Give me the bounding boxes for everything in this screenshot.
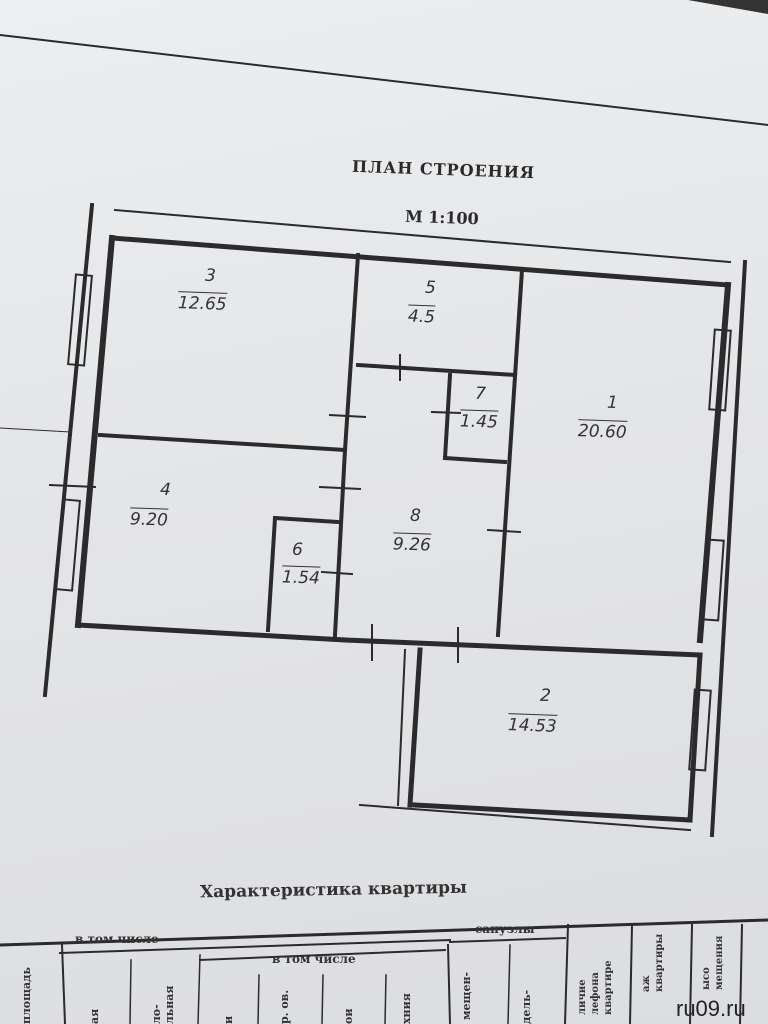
table-column-header: мещен- xyxy=(460,971,473,1020)
room-8-number: 8 xyxy=(409,505,422,527)
table-column-header: р. ов. xyxy=(278,989,291,1024)
table-group-including-1: в том числе xyxy=(75,932,159,946)
room-6-area: 1.54 xyxy=(281,565,321,589)
room-5-number: 5 xyxy=(424,277,437,299)
table-column-header: дель- xyxy=(520,989,533,1024)
room-1-number: 1 xyxy=(606,392,619,414)
table-group-bathrooms: санузлы xyxy=(475,922,535,936)
room-3-area: 12.65 xyxy=(177,291,228,315)
room-5-area: 4.5 xyxy=(407,304,436,328)
room-2-area: 14.53 xyxy=(507,713,558,737)
table-column-header: личие лефона квартире xyxy=(577,960,614,1015)
room-3-number: 3 xyxy=(204,265,217,287)
table-column-header: хния xyxy=(400,993,413,1024)
watermark: ru09.ru xyxy=(676,996,746,1021)
table-column-header: ло-льная xyxy=(150,985,176,1024)
table-column-header: и xyxy=(222,1015,235,1024)
plan-scale: М 1:100 xyxy=(404,206,480,229)
table-column-header: ая xyxy=(88,1008,101,1024)
room-1-area: 20.60 xyxy=(577,419,628,443)
table-group-including-2: в том числе xyxy=(272,952,356,966)
table-column-header: ои xyxy=(342,1008,355,1024)
table-column-header: ысо мещения xyxy=(701,935,725,990)
room-7-number: 7 xyxy=(474,383,487,405)
room-8-area: 9.26 xyxy=(392,532,432,556)
top-edge-line xyxy=(0,33,768,127)
background-corner xyxy=(688,0,768,14)
table-column-header: площадь xyxy=(20,967,33,1024)
room-4-number: 4 xyxy=(159,479,172,501)
room-6-number: 6 xyxy=(291,539,304,561)
room-4-area: 9.20 xyxy=(129,507,169,531)
room-2-number: 2 xyxy=(539,685,552,707)
table-column-header: аж квартиры xyxy=(641,933,665,992)
room-7-area: 1.45 xyxy=(459,409,499,433)
